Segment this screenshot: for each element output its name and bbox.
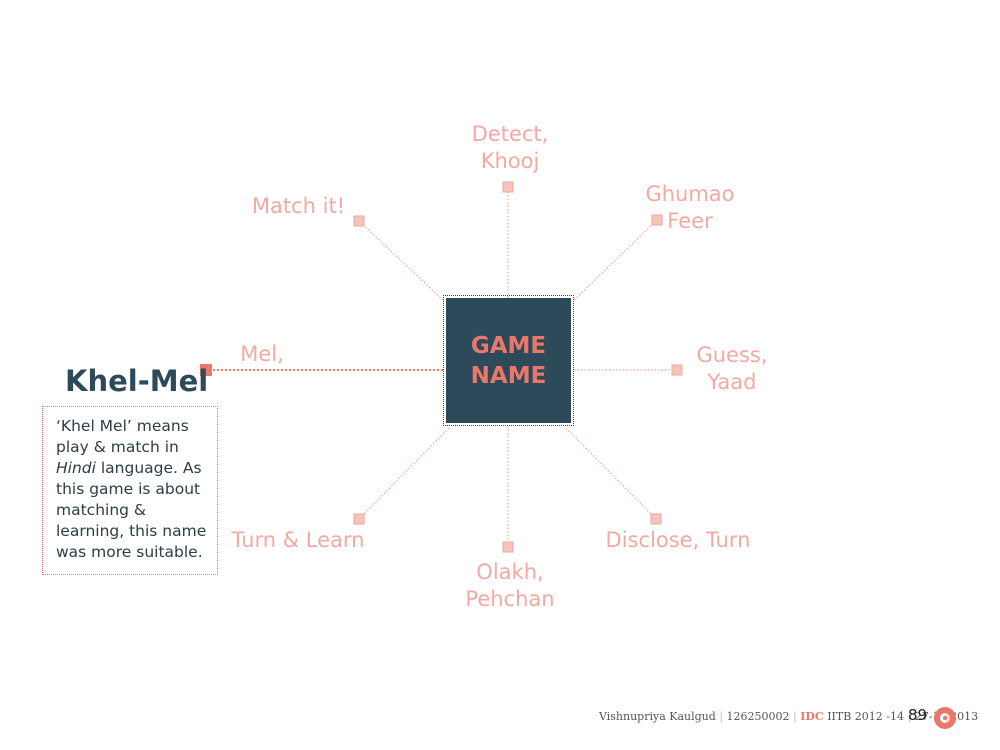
- option-detect-line1: Detect,: [471, 122, 549, 146]
- option-match-line1: Match it!: [251, 194, 346, 218]
- node-mel-selected: [200, 364, 212, 376]
- option-turn-learn-line1: Turn & Learn: [231, 528, 365, 552]
- option-mel-line1: Mel,: [240, 342, 284, 366]
- option-guess: Guess, Yaad: [687, 342, 777, 396]
- node-olakh: [502, 541, 514, 553]
- node-detect: [502, 181, 514, 193]
- connector-turn-learn: [358, 427, 450, 520]
- option-detect: Detect, Khooj: [460, 121, 560, 175]
- option-guess-line2: Yaad: [707, 370, 757, 394]
- logo-icon: [934, 707, 956, 729]
- game-name-line2: NAME: [470, 362, 547, 389]
- option-disclose-line1: Disclose, Turn: [605, 528, 751, 552]
- node-match: [353, 215, 365, 227]
- option-ghumao-line2: Feer: [667, 209, 713, 233]
- description-emphasis: Hindi: [56, 459, 96, 477]
- footer-author: Vishnupriya Kaulgud: [599, 710, 716, 723]
- game-name-line1: GAME: [470, 332, 547, 359]
- option-detect-line2: Khooj: [480, 149, 540, 173]
- description-text-1: ‘Khel Mel’ means play & match in: [56, 417, 189, 456]
- option-match: Match it!: [246, 193, 351, 220]
- option-olakh-line1: Olakh,: [476, 560, 544, 584]
- selected-name-title: Khel-Mel: [65, 364, 209, 398]
- selected-name-description: ‘Khel Mel’ means play & match in Hindi l…: [42, 406, 218, 575]
- option-mel: Mel,: [236, 341, 288, 368]
- footer-org: IDC: [800, 710, 824, 723]
- footer-program: IITB 2012 -14: [827, 710, 905, 723]
- option-guess-line1: Guess,: [696, 343, 768, 367]
- footer: Vishnupriya Kaulgud | 126250002 | IDC II…: [599, 710, 978, 723]
- node-disclose: [650, 513, 662, 525]
- description-text-2: language. As this game is about matching…: [56, 459, 207, 561]
- connector-match: [358, 220, 444, 301]
- node-ghumao: [651, 214, 663, 226]
- option-olakh-line2: Pehchan: [465, 587, 555, 611]
- footer-id: 126250002: [726, 710, 790, 723]
- option-ghumao: Ghumao Feer: [635, 181, 745, 235]
- game-name-box: GAME NAME: [443, 295, 574, 426]
- option-disclose: Disclose, Turn: [604, 527, 752, 554]
- page-number: 89: [908, 706, 928, 724]
- option-ghumao-line1: Ghumao: [645, 182, 735, 206]
- node-guess: [671, 364, 683, 376]
- connector-disclose: [565, 427, 657, 520]
- option-turn-learn: Turn & Learn: [228, 527, 368, 554]
- option-olakh: Olakh, Pehchan: [455, 559, 565, 613]
- node-turn-learn: [353, 513, 365, 525]
